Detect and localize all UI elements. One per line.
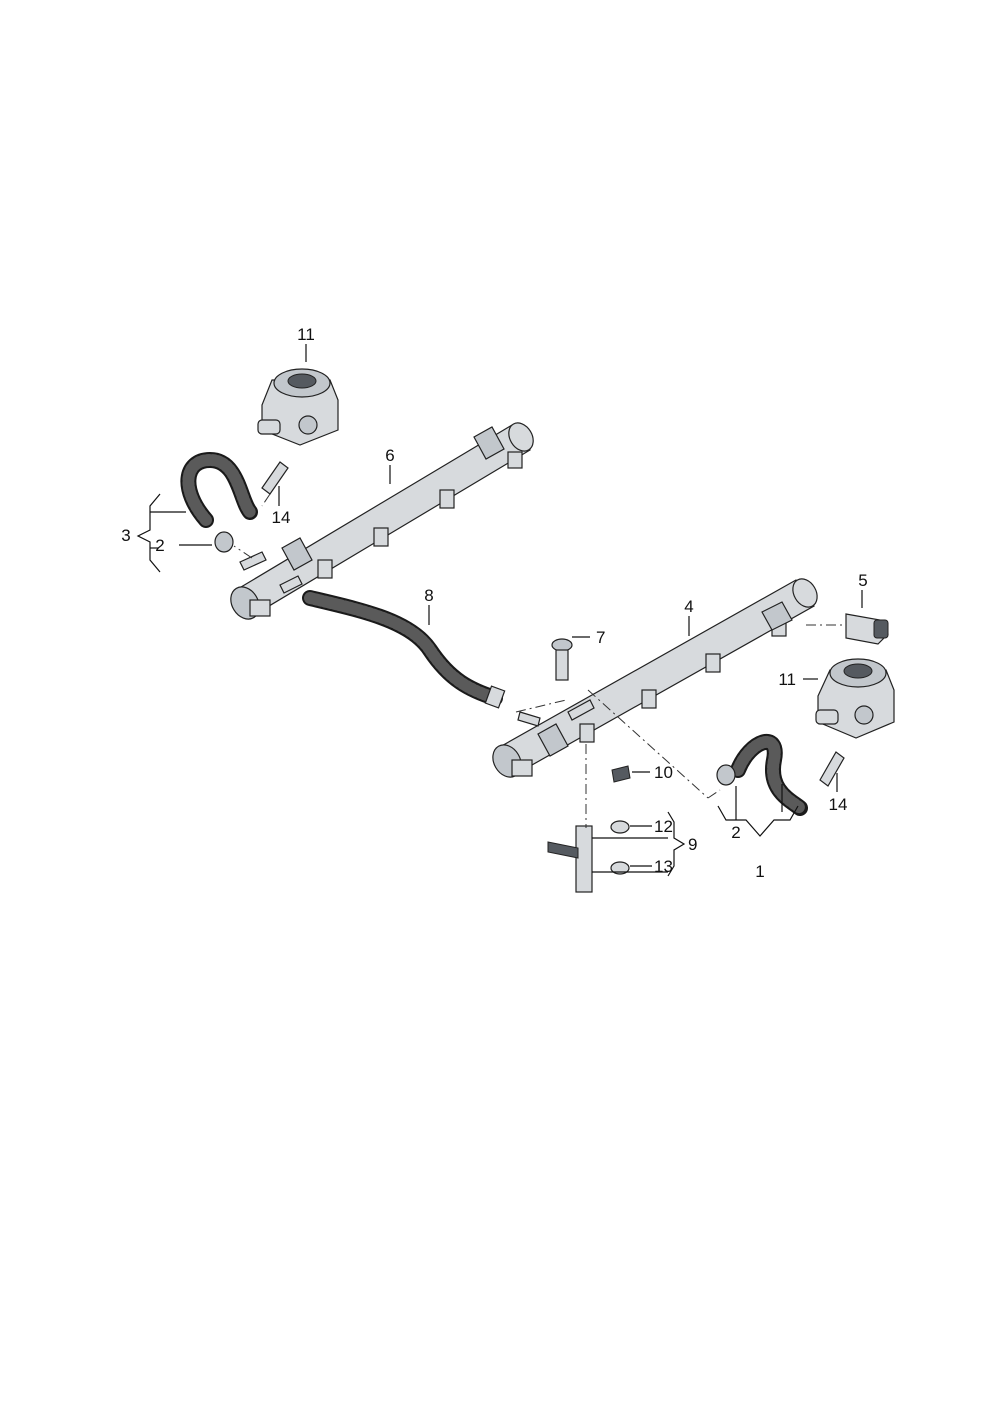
fuel-rail-upper bbox=[230, 422, 534, 620]
callout-11-lower: 11 bbox=[778, 670, 796, 689]
callout-14-upper: 14 bbox=[272, 508, 291, 527]
mounting-bolt bbox=[551, 638, 573, 681]
fuel-rail-lower bbox=[492, 578, 818, 778]
return-hose-lower bbox=[730, 733, 808, 816]
callout-leaders bbox=[179, 344, 863, 873]
return-hose-upper bbox=[180, 452, 258, 528]
callout-7: 7 bbox=[596, 628, 605, 647]
callout-12: 12 bbox=[654, 817, 673, 836]
callout-14-lower: 14 bbox=[829, 795, 848, 814]
high-pressure-pump-upper bbox=[257, 368, 339, 446]
hose-clamp-upper bbox=[214, 531, 234, 553]
hose-clamp-lower bbox=[716, 764, 736, 786]
high-pressure-pump-lower bbox=[815, 658, 895, 739]
connector-upper bbox=[261, 461, 289, 495]
callout-11-upper: 11 bbox=[297, 325, 315, 344]
callout-9: 9 bbox=[688, 835, 697, 854]
connector-lower bbox=[819, 751, 845, 787]
crossover-fuel-hose bbox=[302, 590, 541, 727]
callout-6: 6 bbox=[385, 446, 394, 465]
callout-5: 5 bbox=[858, 571, 867, 590]
fuel-injector-assembly bbox=[547, 820, 630, 893]
callout-13: 13 bbox=[654, 857, 673, 876]
callout-2-lower: 2 bbox=[731, 823, 740, 842]
pressure-sensor bbox=[845, 613, 889, 645]
callout-8: 8 bbox=[424, 586, 433, 605]
seal-ring-lower bbox=[610, 861, 630, 875]
callout-labels: 1 2 2 3 4 5 6 7 8 9 10 11 11 12 13 14 14 bbox=[121, 325, 867, 881]
callout-10: 10 bbox=[654, 763, 673, 782]
retaining-clip bbox=[611, 765, 631, 783]
callout-brackets bbox=[136, 493, 799, 877]
seal-ring-upper bbox=[610, 820, 630, 834]
callout-4: 4 bbox=[684, 597, 693, 616]
callout-2-upper: 2 bbox=[155, 536, 164, 555]
callout-3: 3 bbox=[121, 526, 130, 545]
assembly-guide-lines bbox=[233, 493, 844, 828]
callout-1: 1 bbox=[755, 862, 764, 881]
